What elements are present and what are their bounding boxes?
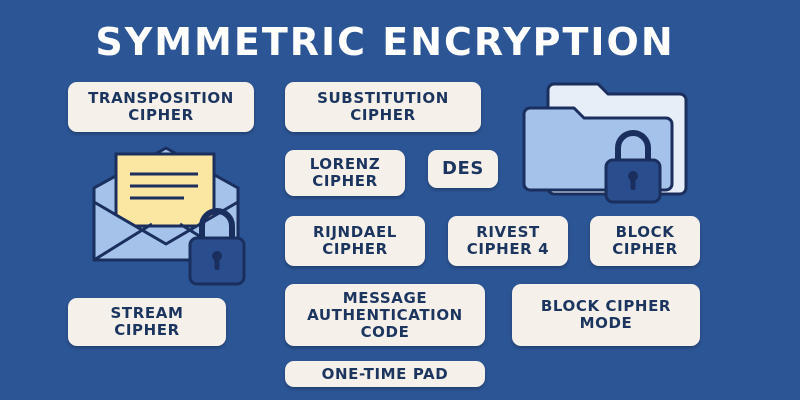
padlock-icon — [604, 130, 662, 204]
message-authentication-code-label: MESSAGE AUTHENTICATION CODE — [307, 288, 463, 341]
transposition-cipher-label: TRANSPOSITION CIPHER — [88, 89, 234, 124]
block-cipher-mode-label: BLOCK CIPHER MODE — [540, 297, 672, 332]
rivest-cipher-4-label: RIVEST CIPHER 4 — [466, 223, 550, 258]
des-box: DES — [428, 150, 498, 188]
des-label: DES — [441, 158, 484, 179]
block-cipher-label: BLOCK CIPHER — [612, 223, 678, 258]
rijndael-cipher-label: RIJNDAEL CIPHER — [313, 223, 397, 258]
one-time-pad-label: ONE-TIME PAD — [321, 364, 449, 383]
rijndael-cipher-box: RIJNDAEL CIPHER — [285, 216, 425, 266]
transposition-cipher-box: TRANSPOSITION CIPHER — [68, 82, 254, 132]
one-time-pad-box: ONE-TIME PAD — [285, 361, 485, 387]
padlock-icon — [188, 208, 246, 286]
page-title: SYMMETRIC ENCRYPTION — [95, 20, 675, 64]
substitution-cipher-box: SUBSTITUTION CIPHER — [285, 82, 481, 132]
block-cipher-mode-box: BLOCK CIPHER MODE — [512, 284, 700, 346]
stream-cipher-box: STREAM CIPHER — [68, 298, 226, 346]
rivest-cipher-4-box: RIVEST CIPHER 4 — [448, 216, 568, 266]
lorenz-cipher-box: LORENZ CIPHER — [285, 150, 405, 196]
message-authentication-code-box: MESSAGE AUTHENTICATION CODE — [285, 284, 485, 346]
block-cipher-box: BLOCK CIPHER — [590, 216, 700, 266]
stream-cipher-label: STREAM CIPHER — [110, 304, 184, 339]
folder-lock-illustration — [522, 82, 688, 204]
substitution-cipher-label: SUBSTITUTION CIPHER — [317, 89, 449, 124]
letter-icon — [114, 152, 216, 228]
envelope-lock-illustration — [92, 146, 246, 286]
lorenz-cipher-label: LORENZ CIPHER — [309, 155, 381, 190]
